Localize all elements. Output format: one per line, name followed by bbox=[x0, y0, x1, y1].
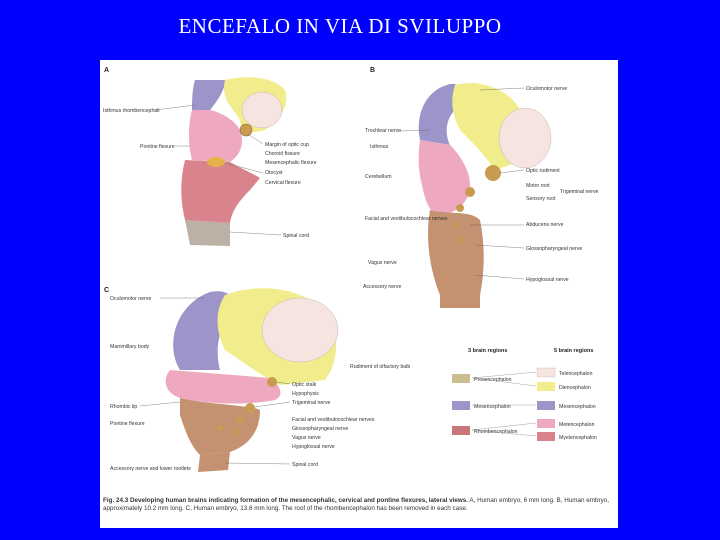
svg-text:Optic rudiment: Optic rudiment bbox=[526, 168, 560, 174]
svg-text:Trigeminal nerve: Trigeminal nerve bbox=[292, 400, 331, 406]
svg-text:Rudiment of olfactory bulb: Rudiment of olfactory bulb bbox=[350, 364, 410, 370]
panel-c-telencephalon bbox=[262, 298, 338, 362]
svg-text:Isthmus: Isthmus bbox=[370, 144, 389, 150]
svg-text:Vagus nerve: Vagus nerve bbox=[292, 435, 321, 441]
svg-text:Glossopharyngeal nerve: Glossopharyngeal nerve bbox=[292, 426, 348, 432]
panel-b: B Oculomotor nerve Trochlear nerv bbox=[363, 67, 599, 308]
label-a-mesencephalic: Mesencephalic flexure bbox=[265, 160, 317, 166]
legend-3-2: Rhombencephalon bbox=[474, 429, 518, 435]
panel-b-telencephalon bbox=[499, 108, 551, 168]
legend-swatch-mesencephalon-3 bbox=[452, 401, 470, 410]
panel-c-letter: C bbox=[104, 287, 109, 294]
legend-swatch-diencephalon bbox=[537, 382, 555, 391]
svg-text:Cerebellum: Cerebellum bbox=[365, 174, 392, 180]
svg-text:Vagus nerve: Vagus nerve bbox=[368, 260, 397, 266]
legend-head-3: 3 brain regions bbox=[468, 348, 507, 354]
brain-regions-legend: 3 brain regions 5 brain regions Prosence… bbox=[452, 348, 597, 441]
svg-text:Sensory root: Sensory root bbox=[526, 196, 556, 202]
svg-text:Oculomotor nerve: Oculomotor nerve bbox=[110, 296, 151, 302]
panel-b-optic-rudiment bbox=[485, 165, 501, 181]
legend-swatch-rhombencephalon bbox=[452, 426, 470, 435]
svg-text:Abducens nerve: Abducens nerve bbox=[526, 222, 564, 228]
label-a-otocyst: Otocyst bbox=[265, 170, 283, 176]
label-a-margin-optic: Margin of optic cup bbox=[265, 142, 309, 148]
figure-illustration: A Isthmus rhombencephali Pontine flexure… bbox=[100, 60, 618, 500]
legend-swatch-prosencephalon bbox=[452, 374, 470, 383]
label-a-choroid: Choroid fissure bbox=[265, 151, 300, 157]
svg-text:Rhombic lip: Rhombic lip bbox=[110, 404, 137, 410]
panel-c-optic-stalk bbox=[267, 377, 277, 387]
panel-a-telencephalon bbox=[242, 92, 282, 128]
panel-a-letter: A bbox=[104, 67, 109, 74]
panel-a-metencephalon bbox=[189, 110, 242, 162]
svg-text:Trochlear nerve: Trochlear nerve bbox=[365, 128, 401, 134]
legend-5-1: Diencephalon bbox=[559, 385, 591, 391]
legend-5-2: Mesencephalon bbox=[559, 404, 596, 410]
label-a-cervical: Cervical flexure bbox=[265, 180, 301, 186]
svg-text:Pontine flexure: Pontine flexure bbox=[110, 421, 145, 427]
panel-a-otocyst bbox=[207, 157, 225, 167]
label-a-spinal: Spinal cord bbox=[283, 233, 309, 239]
svg-text:Hypophysis: Hypophysis bbox=[292, 391, 319, 397]
label-a-pontine: Pontine flexure bbox=[140, 144, 175, 150]
svg-text:Mammillary body: Mammillary body bbox=[110, 344, 150, 350]
legend-swatch-telencephalon bbox=[537, 368, 555, 377]
panel-a-optic-cup bbox=[240, 124, 252, 136]
panel-a: A Isthmus rhombencephali Pontine flexure… bbox=[103, 67, 317, 246]
svg-text:Optic stalk: Optic stalk bbox=[292, 382, 317, 388]
legend-head-5: 5 brain regions bbox=[554, 348, 593, 354]
svg-text:Spinal cord: Spinal cord bbox=[292, 462, 318, 468]
label-a-isthmus: Isthmus rhombencephali bbox=[103, 108, 160, 114]
figure-caption: Fig. 24.3 Developing human brains indica… bbox=[103, 497, 613, 513]
panel-c: C Oculomotor nerve Mammillary body bbox=[104, 287, 410, 472]
legend-5-0: Telencephalon bbox=[559, 371, 593, 377]
svg-text:Motor root: Motor root bbox=[526, 183, 550, 189]
panel-b-spinal bbox=[440, 295, 480, 308]
panel-a-spinal-cord bbox=[185, 220, 230, 246]
svg-text:Hypoglossal nerve: Hypoglossal nerve bbox=[526, 277, 569, 283]
svg-text:Facial and vestibulocochlear n: Facial and vestibulocochlear nerves bbox=[292, 417, 375, 423]
legend-swatch-myelencephalon bbox=[537, 432, 555, 441]
panel-a-myelencephalon bbox=[181, 160, 260, 223]
legend-5-4: Myelencephalon bbox=[559, 435, 597, 441]
svg-text:Glossopharyngeal nerve: Glossopharyngeal nerve bbox=[526, 246, 582, 252]
legend-swatch-mesencephalon-5 bbox=[537, 401, 555, 410]
svg-text:Hypoglossal nerve: Hypoglossal nerve bbox=[292, 444, 335, 450]
legend-swatch-metencephalon bbox=[537, 419, 555, 428]
legend-5-3: Metencephalon bbox=[559, 422, 595, 428]
svg-text:Facial and vestibulocochlear n: Facial and vestibulocochlear nerves bbox=[365, 216, 448, 222]
panel-c-spinal bbox=[198, 452, 230, 472]
embryo-brain-figure: A Isthmus rhombencephali Pontine flexure… bbox=[100, 60, 618, 528]
svg-text:Accessory nerve and lower root: Accessory nerve and lower rootlets bbox=[110, 466, 191, 472]
svg-text:Accessory nerve: Accessory nerve bbox=[363, 284, 401, 290]
svg-text:Trigeminal nerve: Trigeminal nerve bbox=[560, 189, 599, 195]
slide-title: ENCEFALO IN VIA DI SVILUPPO bbox=[0, 14, 680, 39]
caption-fig-number: Fig. 24.3 bbox=[103, 497, 128, 504]
panel-b-metencephalon bbox=[419, 140, 470, 215]
panel-a-mesencephalon bbox=[192, 80, 225, 110]
svg-text:Oculomotor nerve: Oculomotor nerve bbox=[526, 86, 567, 92]
caption-title: Developing human brains indicating forma… bbox=[130, 497, 468, 504]
panel-b-letter: B bbox=[370, 67, 375, 74]
